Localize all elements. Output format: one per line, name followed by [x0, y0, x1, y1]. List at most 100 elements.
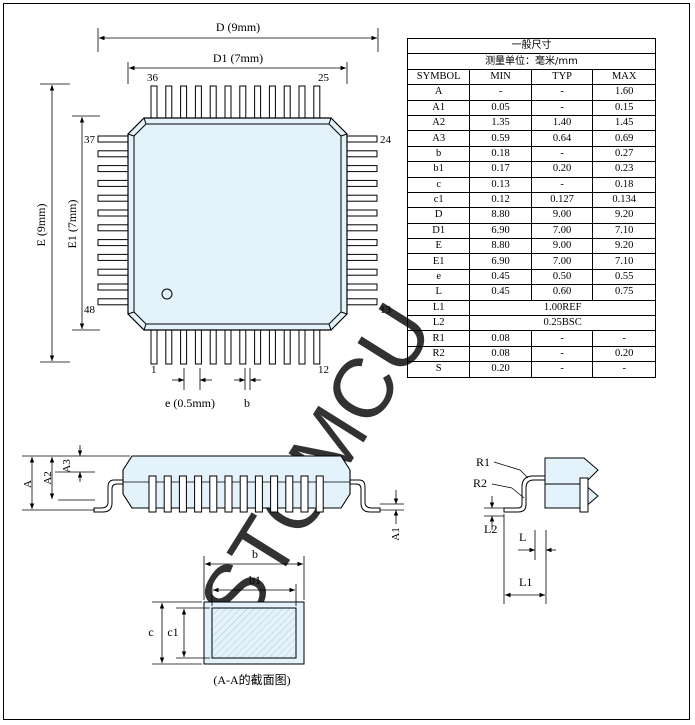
dim-A-group	[22, 445, 130, 511]
cell-max: 9.20	[592, 207, 656, 224]
cell-symbol: c	[406, 176, 471, 193]
cell-min: 0.08	[469, 330, 532, 347]
cell-min: 6.90	[469, 253, 532, 270]
table-subtitle: 测量单位：毫米/mm	[407, 53, 656, 70]
cell-typ: 0.60	[530, 284, 594, 301]
bottom-pin	[298, 329, 306, 365]
pin-label-25: 25	[318, 72, 330, 84]
cell-symbol: A1	[406, 99, 471, 116]
side-lead-right	[349, 479, 381, 513]
cell-max: 7.10	[592, 222, 656, 240]
pin-label-13: 13	[380, 304, 392, 316]
bottom-pin	[313, 329, 321, 365]
cell-typ: 7.00	[530, 253, 594, 270]
bottom-pin	[283, 329, 291, 365]
cell-min: 0.59	[469, 130, 532, 147]
cell-symbol: A	[406, 84, 471, 101]
side-lead-left	[93, 479, 124, 513]
side-view-leads	[93, 479, 381, 513]
label-L: L	[519, 530, 526, 544]
cell-max: 9.20	[592, 238, 656, 255]
left-pin	[97, 268, 129, 276]
cell-min: 0.17	[469, 161, 532, 178]
cell-symbol: b1	[406, 161, 471, 178]
cell-min: 8.80	[469, 207, 532, 224]
cell-typ: 9.00	[530, 238, 594, 255]
cell-typ: 0.64	[530, 130, 594, 147]
bottom-pin	[254, 329, 262, 365]
bottom-pin	[180, 329, 188, 365]
cell-typ: 0.127	[530, 191, 594, 209]
cell-value-span: 1.00REF	[469, 299, 656, 317]
label-D: D (9mm)	[216, 20, 260, 34]
cell-symbol: E	[406, 238, 471, 255]
right-pin	[346, 209, 378, 217]
cell-min: 8.80	[469, 238, 532, 255]
cell-typ: -	[530, 99, 594, 116]
label-section-b1: b1	[249, 573, 261, 587]
dim-b	[234, 368, 261, 390]
top-pin	[239, 85, 247, 119]
label-A3: A3	[61, 459, 73, 473]
cell-typ: 0.20	[530, 161, 594, 178]
left-pin	[97, 194, 129, 202]
right-pin	[346, 135, 378, 143]
cell-min: 0.20	[469, 361, 532, 378]
right-pin	[346, 298, 378, 306]
table-row: A--1.60	[406, 84, 656, 101]
left-pin	[97, 179, 129, 187]
bottom-pin	[209, 329, 217, 365]
cell-symbol: E1	[406, 253, 471, 270]
cell-symbol: R1	[406, 330, 471, 347]
bottom-pin	[224, 329, 232, 365]
cell-symbol: e	[406, 268, 471, 286]
cell-symbol: L2	[406, 315, 471, 332]
right-pin	[346, 165, 378, 173]
section-inner	[211, 607, 297, 659]
cell-max: 0.27	[592, 145, 656, 163]
top-pin	[313, 85, 321, 119]
drawing-frame	[3, 3, 690, 720]
top-pin	[150, 85, 158, 119]
cell-min: 0.18	[469, 145, 532, 163]
detail-radius-leaders	[491, 461, 529, 499]
pin1-marker-dot	[161, 288, 173, 300]
cell-symbol: c1	[406, 191, 471, 209]
cell-typ: 0.50	[530, 268, 594, 286]
cell-min: 0.13	[469, 176, 532, 193]
cell-symbol: A2	[406, 114, 471, 132]
cell-max: 0.75	[592, 284, 656, 301]
left-pin	[97, 298, 129, 306]
left-pin	[97, 135, 129, 143]
left-pin	[97, 150, 129, 158]
detail-lead-stub	[579, 477, 589, 513]
cell-typ: -	[530, 84, 594, 101]
side-lead-stub	[194, 475, 203, 513]
detail-body	[544, 457, 599, 485]
cell-symbol: A3	[406, 130, 471, 147]
cell-min: 0.05	[469, 99, 532, 116]
cell-typ: -	[530, 345, 594, 363]
header-symbol: SYMBOL	[406, 68, 471, 86]
label-A: A	[22, 480, 34, 488]
top-pin	[209, 85, 217, 119]
cell-symbol: R2	[406, 345, 471, 363]
label-E1: E1 (7mm)	[65, 200, 79, 249]
right-pin	[346, 268, 378, 276]
cell-typ: -	[530, 330, 594, 347]
dim-L2	[484, 496, 504, 530]
side-lead-stub	[209, 475, 218, 513]
top-pin	[283, 85, 291, 119]
label-R2: R2	[473, 476, 487, 490]
